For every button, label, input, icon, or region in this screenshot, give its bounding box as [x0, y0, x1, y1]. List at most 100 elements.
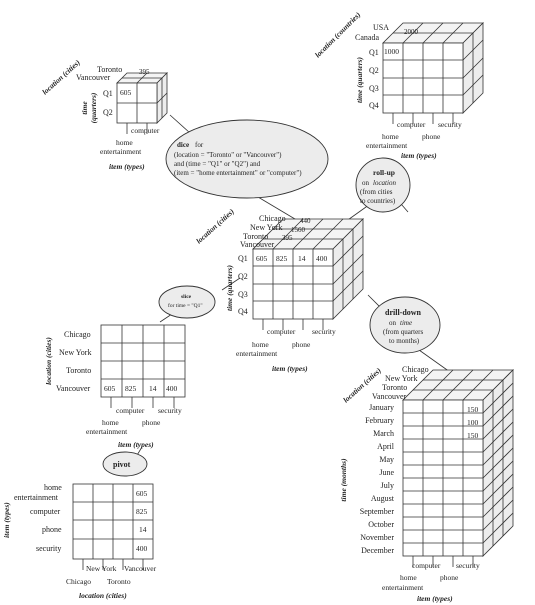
rollup-result-cube: USA Canada 2000 Q1 Q2 Q3 Q4 1000 compute… — [313, 10, 484, 160]
x-label: home — [102, 418, 119, 427]
rollup-to: to countries) — [360, 197, 396, 205]
x-label: entertainment — [382, 583, 424, 592]
grid-line — [482, 382, 514, 414]
dice-condition-time: and (time = "Q1" or "Q2") and — [174, 160, 261, 168]
back-value: 2000 — [404, 28, 419, 36]
slice-operation[interactable]: slice for time = "Q1" — [158, 285, 216, 319]
cell-value: 400 — [166, 384, 178, 393]
depth-label: Chicago — [402, 365, 429, 374]
axis-title-depth: location (cities) — [194, 207, 236, 246]
row-label: Toronto — [66, 366, 91, 375]
month-label: April — [377, 442, 395, 451]
axis-title-x: item (types) — [109, 162, 145, 171]
x-label: entertainment — [100, 147, 142, 156]
row-label: entertainment — [14, 493, 59, 502]
x-label: phone — [422, 132, 441, 141]
x-label: entertainment — [86, 427, 128, 436]
cell-value: 400 — [136, 544, 148, 553]
depth-label: Canada — [355, 33, 379, 42]
axis-title-y: time (quarters) — [355, 56, 364, 103]
dice-operation[interactable]: dice for (location = "Toronto" or "Vanco… — [165, 119, 329, 199]
depth-label: Vancouver — [372, 392, 407, 401]
grid-line — [482, 434, 514, 466]
grid-line — [482, 447, 514, 479]
drilldown-from: (from quarters — [383, 328, 424, 336]
slice-condition: for time = "Q1" — [168, 302, 203, 309]
x-label: phone — [292, 340, 311, 349]
month-label: September — [360, 507, 395, 516]
month-label: December — [361, 546, 394, 555]
month-label: February — [365, 416, 394, 425]
pivot-operation[interactable]: pivot — [102, 451, 148, 477]
rollup-operation[interactable]: roll-up on location (from cities to coun… — [355, 157, 411, 213]
cell-value: 400 — [316, 254, 328, 263]
x-label: security — [456, 561, 480, 570]
drilldown-dimension: time — [400, 319, 412, 327]
drilldown-to: to months) — [389, 337, 420, 345]
x-label: entertainment — [366, 141, 408, 150]
pivot-operation-title: pivot — [113, 460, 131, 469]
cell-value: 605 — [136, 489, 148, 498]
axis-title-x: item (types) — [118, 440, 154, 449]
month-label: November — [360, 533, 394, 542]
rollup-dimension: location — [373, 179, 396, 187]
depth-label: New York — [385, 374, 417, 383]
drilldown-operation[interactable]: drill-down on time (from quarters to mon… — [369, 296, 441, 354]
row-label: Q1 — [103, 89, 113, 98]
x-label: computer — [397, 120, 426, 129]
cell-value: 100 — [467, 418, 479, 427]
cell-value: 605 — [104, 384, 116, 393]
central-data-cube: Chicago New York Toronto Vancouver 440 1… — [194, 207, 364, 373]
depth-label: Toronto — [243, 232, 268, 241]
cell-value: 825 — [276, 254, 288, 263]
cell-value: 605 — [256, 254, 268, 263]
month-label: August — [371, 494, 395, 503]
row-label: Q4 — [238, 307, 248, 316]
depth-label: New York — [250, 223, 282, 232]
rollup-on: on — [362, 179, 370, 187]
x-label: home — [382, 132, 399, 141]
x-label: home — [116, 138, 133, 147]
grid-line — [482, 421, 514, 453]
grid-line — [482, 486, 514, 518]
axis-title-y: item (types) — [2, 502, 11, 538]
drilldown-result-cube: Chicago New York Toronto Vancouver Janua… — [339, 365, 514, 603]
row-label: Q3 — [369, 84, 379, 93]
month-label: January — [369, 403, 394, 412]
axis-title-y: location (cities) — [44, 337, 53, 385]
month-label: October — [368, 520, 394, 529]
depth-label: Chicago — [259, 214, 286, 223]
cell-value: 150 — [467, 431, 479, 440]
x-label: security — [312, 327, 336, 336]
dice-operation-title: dice — [177, 141, 189, 149]
row-label: Vancouver — [56, 384, 91, 393]
grid-line — [482, 460, 514, 492]
x-label: computer — [267, 327, 296, 336]
depth-label: Vancouver — [76, 73, 111, 82]
month-label: May — [379, 455, 394, 464]
cell-value: 150 — [467, 405, 479, 414]
cell-value: 825 — [125, 384, 137, 393]
row-label: Q3 — [238, 290, 248, 299]
cell-value: 605 — [120, 88, 132, 97]
row-label: Q4 — [369, 101, 379, 110]
month-label: June — [379, 468, 394, 477]
axis-title-y: time (quarters) — [225, 264, 234, 311]
grid-line — [482, 512, 514, 544]
row-label: Chicago — [64, 330, 91, 339]
x-label: computer — [131, 126, 160, 135]
x-label: computer — [412, 561, 441, 570]
cell-value: 14 — [139, 525, 147, 534]
grid-line — [482, 499, 514, 531]
row-label: Q1 — [238, 254, 248, 263]
slice-result-grid: Chicago New York Toronto Vancouver 605 8… — [44, 324, 186, 449]
x-label: security — [158, 406, 182, 415]
row-label: phone — [42, 525, 62, 534]
month-label: July — [381, 481, 394, 490]
axis-title-x: item (types) — [417, 594, 453, 603]
x-label: entertainment — [236, 349, 278, 358]
x-label: Vancouver — [124, 564, 157, 573]
rollup-from: (from cities — [360, 188, 393, 196]
back-value: 395 — [282, 234, 293, 242]
